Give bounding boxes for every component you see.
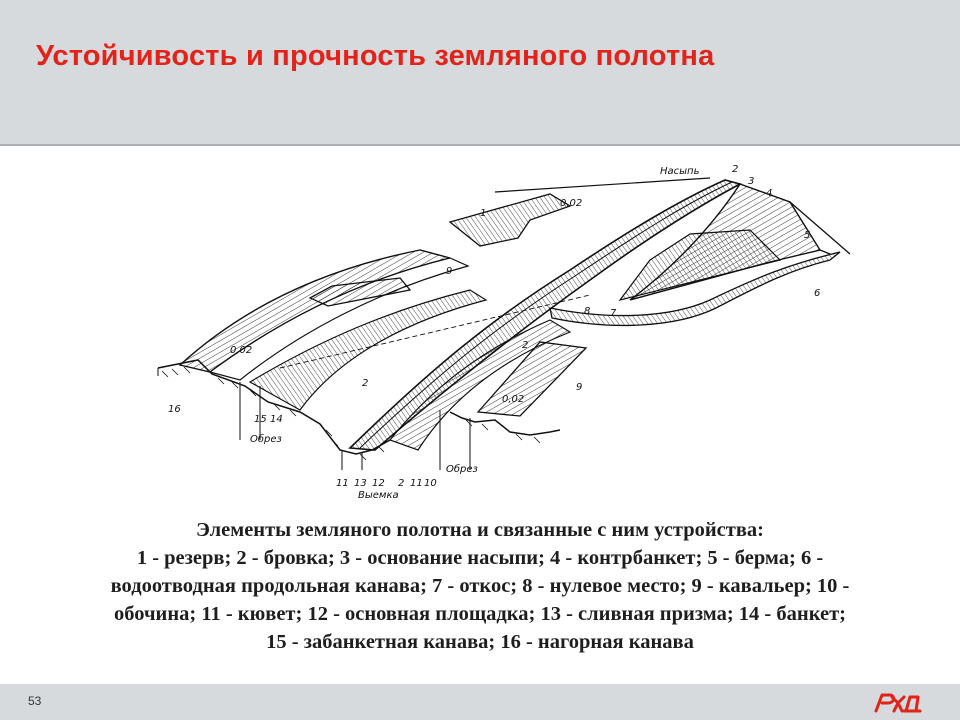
berm-line [789,201,850,255]
label-n2-top: 2 [732,164,738,175]
caption-line: 1 - резерв; 2 - бровка; 3 - основание на… [136,547,824,569]
borrow-pit [448,193,572,247]
label-n7: 7 [610,308,617,319]
label-n3: 3 [748,176,754,187]
longitudinal-ditch [549,251,841,327]
spoil-bank-right [476,341,588,417]
spoil-bank-left [308,277,412,307]
caption-line: 15 - забанкетная канава; 16 - нагорная к… [266,631,694,653]
label-n2-bottom: 2 [398,478,404,489]
label-n10: 10 [424,478,437,489]
label-n2-left: 2 [362,378,368,389]
right-cut-slope [389,319,572,451]
page-number: 53 [28,694,42,708]
label-n16: 16 [168,404,181,415]
label-n13: 13 [354,478,367,489]
label-n2-mid: 2 [522,340,528,351]
slide-title: Устойчивость и прочность земляного полот… [36,40,715,72]
label-n11-b: 11 [410,478,423,489]
soil-hatch [161,366,541,461]
label-vyemka: Выемка [358,490,399,501]
rzd-logo [874,693,922,713]
diagram-svg: Насыпь Выемка Обрез Обрез 0,02 0,02 0,02… [157,164,850,501]
counter-banquette [618,229,782,301]
label-n5: 5 [804,230,810,241]
label-n14: 14 [270,414,283,425]
label-n11-a: 11 [336,478,349,489]
label-n15: 15 [254,414,267,425]
label-n1: 1 [480,208,486,219]
caption-line: обочина; 11 - кювет; 12 - основная площа… [114,603,846,625]
earthwork-diagram: Насыпь Выемка Обрез Обрез 0,02 0,02 0,02… [150,150,850,505]
label-obrez-right: Обрез [446,463,478,475]
label-n8: 8 [584,306,590,317]
label-n9-right: 9 [576,382,582,393]
label-slope-left: 0,02 [230,345,252,356]
label-slope-right: 0,02 [502,394,524,405]
slide-header: Устойчивость и прочность земляного полот… [0,0,960,146]
label-nasyp: Насыпь [660,166,700,177]
label-n9-left: 9 [446,266,452,277]
caption-line: водоотводная продольная канава; 7 - отко… [110,575,850,597]
label-obrez-left: Обрез [250,433,282,445]
slide-footer: 53 [0,684,960,720]
label-n6: 6 [814,288,820,299]
cut-inner-slope [248,289,488,411]
label-n4: 4 [766,188,772,199]
figure-caption: Элементы земляного полотна и связанные с… [0,516,960,656]
caption-line: Элементы земляного полотна и связанные с… [196,519,764,541]
left-bench [208,257,470,381]
label-n12: 12 [372,478,385,489]
label-slope-top: 0,02 [560,198,582,209]
